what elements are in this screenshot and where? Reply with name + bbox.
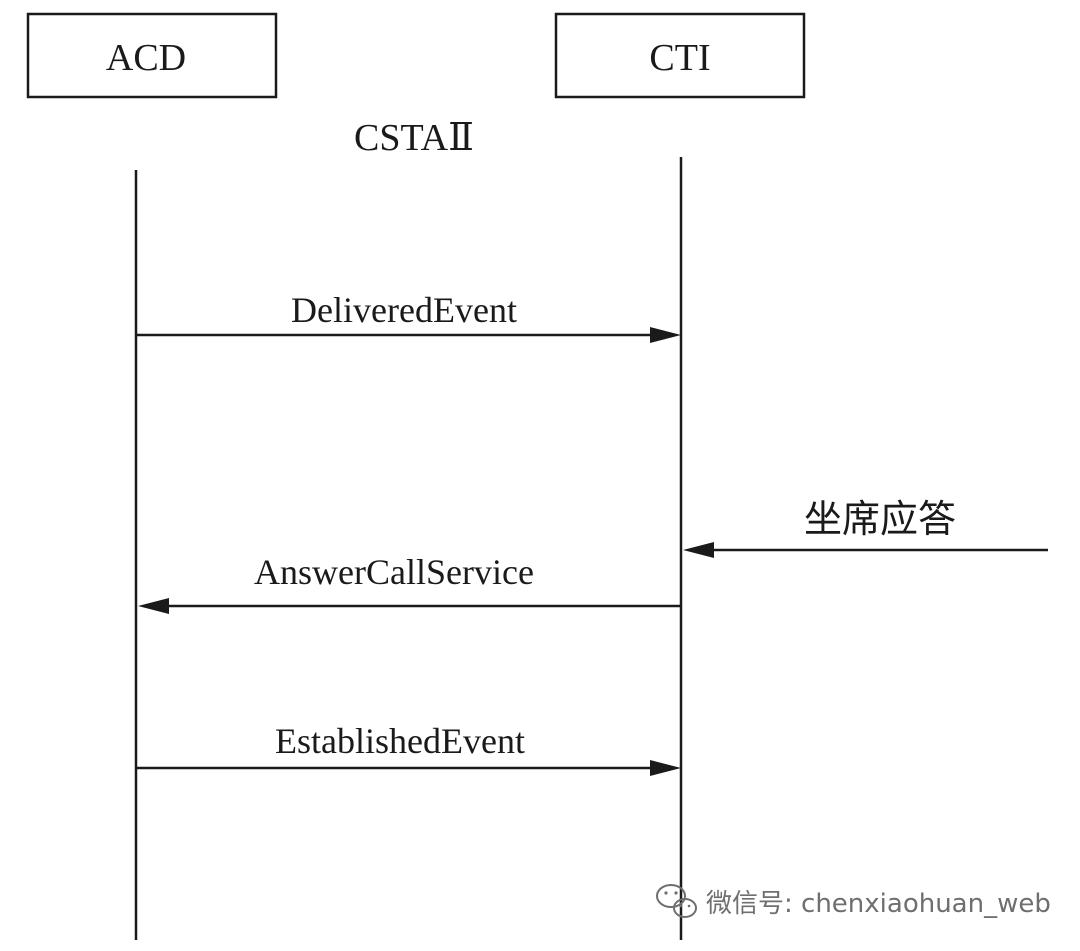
message-answer-call-service-label: AnswerCallService [254, 552, 534, 592]
participant-cti-label: CTI [649, 37, 710, 79]
message-established-event: EstablishedEvent [136, 721, 681, 776]
participant-cti-box [554, 12, 806, 99]
message-agent-answer-arrowhead [683, 542, 714, 558]
watermark-text: 微信号: chenxiaohuan_web [706, 889, 1051, 919]
watermark: 微信号: chenxiaohuan_web [656, 884, 1051, 919]
message-answer-call-service: AnswerCallService [138, 552, 681, 614]
message-agent-answer: 坐席应答 [683, 497, 1048, 558]
message-established-event-arrowhead [650, 760, 681, 776]
message-agent-answer-label: 坐席应答 [804, 497, 956, 541]
message-delivered-event-label: DeliveredEvent [291, 290, 517, 330]
message-delivered-event: DeliveredEvent [136, 290, 681, 343]
message-delivered-event-arrowhead [650, 327, 681, 343]
participant-acd-label: ACD [106, 37, 186, 79]
participant-acd: ACD [26, 12, 278, 99]
wechat-icon [656, 884, 697, 918]
message-answer-call-service-arrowhead [138, 598, 169, 614]
message-established-event-label: EstablishedEvent [275, 721, 525, 761]
participant-cti: CTI [554, 12, 806, 99]
protocol-label: CSTAⅡ [354, 117, 474, 159]
participant-acd-box [26, 12, 278, 99]
